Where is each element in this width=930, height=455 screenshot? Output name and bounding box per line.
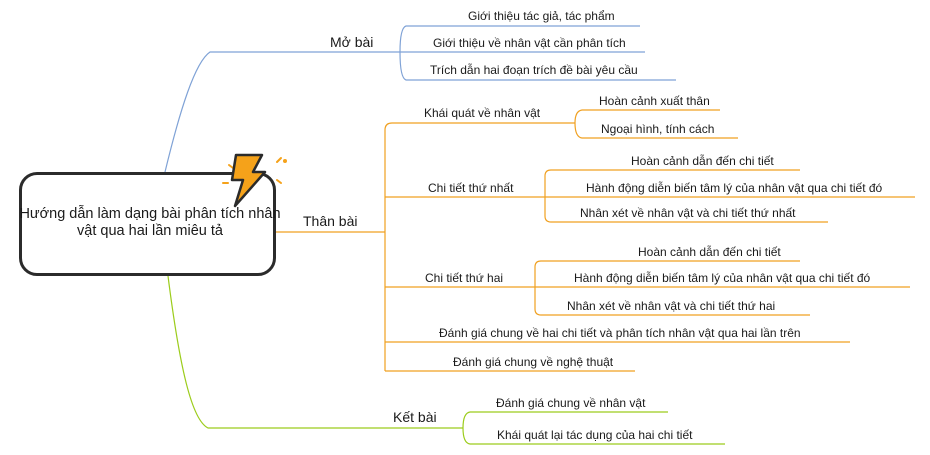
ket-bai-connectors bbox=[167, 275, 725, 445]
chi-tiet-1-node[interactable]: Chi tiết thứ nhất bbox=[428, 181, 514, 195]
khai-quat-item-2[interactable]: Ngoại hình, tính cách bbox=[601, 122, 715, 136]
chi-tiet-1-item-2[interactable]: Hành động diễn biến tâm lý của nhân vật … bbox=[586, 181, 883, 195]
mo-bai-item-2[interactable]: Giới thiệu về nhân vật cần phân tích bbox=[433, 36, 626, 50]
danh-gia-nghe-thuat-node[interactable]: Đánh giá chung về nghệ thuật bbox=[453, 355, 614, 369]
chi-tiet-1-item-1[interactable]: Hoàn cảnh dẫn đến chi tiết bbox=[631, 154, 774, 168]
chi-tiet-2-item-3[interactable]: Nhân xét về nhân vật và chi tiết thứ hai bbox=[567, 299, 776, 313]
branch-than-bai[interactable]: Thân bài bbox=[303, 213, 358, 229]
khai-quat-item-1[interactable]: Hoàn cảnh xuất thân bbox=[599, 94, 710, 108]
lightning-icon bbox=[222, 153, 287, 208]
mo-bai-item-3[interactable]: Trích dẫn hai đoạn trích đề bài yêu cầu bbox=[430, 63, 638, 77]
chi-tiet-2-item-2[interactable]: Hành động diễn biến tâm lý của nhân vật … bbox=[574, 271, 871, 285]
than-bai-connectors bbox=[276, 109, 915, 372]
branch-mo-bai[interactable]: Mở bài bbox=[330, 34, 374, 50]
mo-bai-connectors bbox=[164, 25, 676, 173]
ket-bai-item-2[interactable]: Khái quát lại tác dụng của hai chi tiết bbox=[497, 428, 693, 442]
branch-ket-bai[interactable]: Kết bài bbox=[393, 409, 437, 425]
chi-tiet-1-item-3[interactable]: Nhân xét về nhân vật và chi tiết thứ nhấ… bbox=[580, 206, 796, 220]
root-title: Hướng dẫn làm dạng bài phân tích nhân vậ… bbox=[19, 206, 281, 239]
chi-tiet-2-node[interactable]: Chi tiết thứ hai bbox=[425, 271, 504, 285]
danh-gia-chung-node[interactable]: Đánh giá chung về hai chi tiết và phân t… bbox=[439, 326, 801, 340]
mo-bai-item-1[interactable]: Giới thiệu tác giả, tác phẩm bbox=[468, 9, 615, 23]
khai-quat-node[interactable]: Khái quát về nhân vật bbox=[424, 106, 541, 120]
ket-bai-item-1[interactable]: Đánh giá chung về nhân vật bbox=[496, 396, 646, 410]
chi-tiet-2-item-1[interactable]: Hoàn cảnh dẫn đến chi tiết bbox=[638, 245, 781, 259]
root-node[interactable] bbox=[19, 172, 276, 276]
